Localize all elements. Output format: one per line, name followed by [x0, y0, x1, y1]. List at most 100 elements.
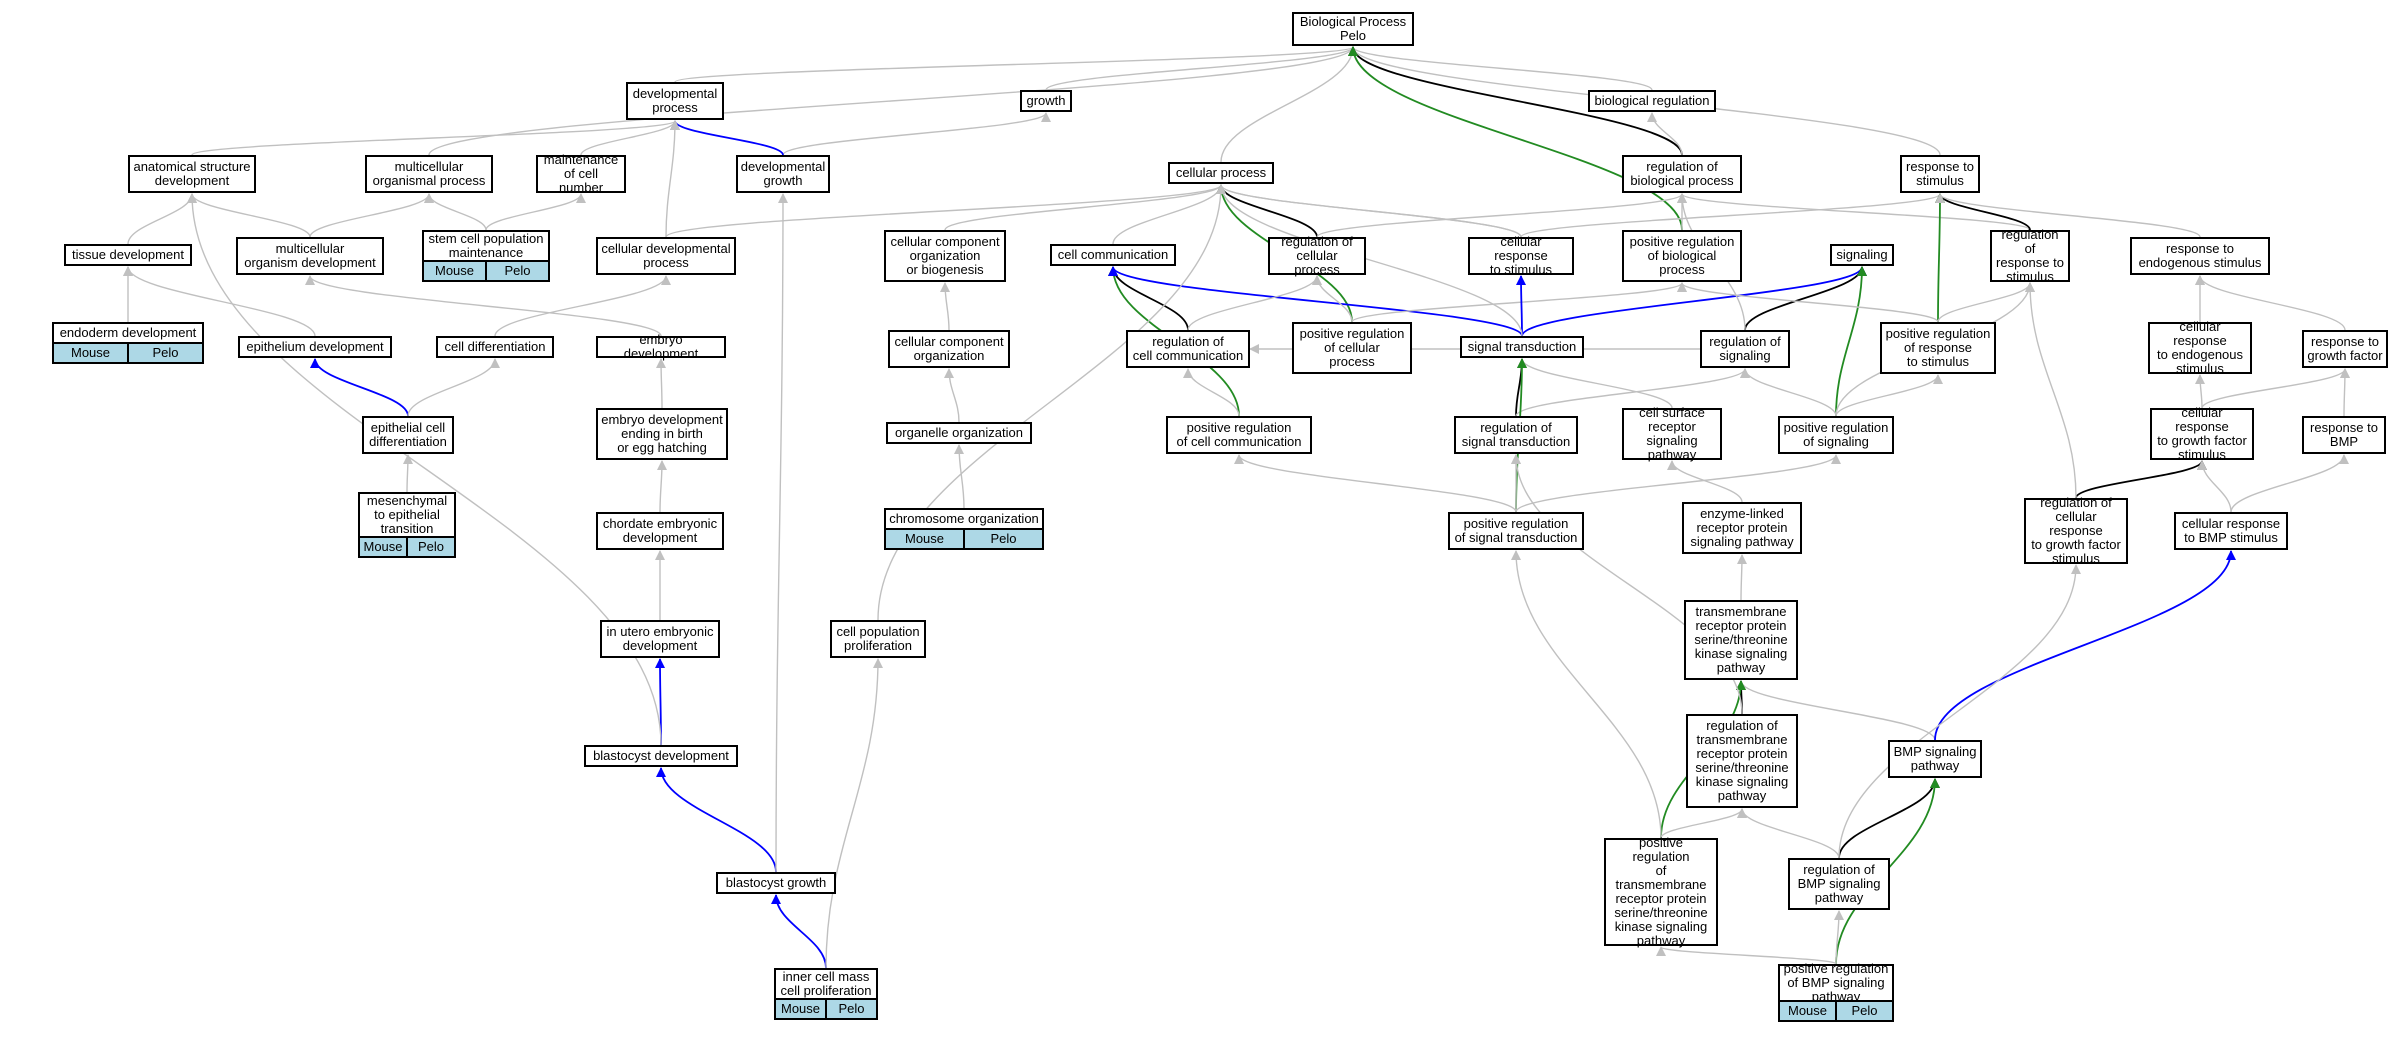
edge-is-a-cell-proc-to-bp: [1220, 46, 1358, 163]
term-node-cell-comp-org-bio[interactable]: cellular component organization or bioge…: [884, 230, 1006, 282]
edge-is-a-cell-comp-org-to-cell-comp-org-bio: [940, 282, 951, 331]
edge-is-a-anat-dev-to-dev-proc: [191, 120, 680, 156]
term-node-reg-cell-resp-gf[interactable]: regulation of cellular response to growt…: [2024, 496, 2128, 566]
term-node-pos-reg-resp[interactable]: positive regulation of response to stimu…: [1880, 322, 1996, 374]
term-node-tissue-dev[interactable]: tissue development: [64, 244, 192, 266]
edge-is-a-reg-bmp-to-reg-cell-resp-gf: [1838, 564, 2081, 859]
annotation-tag-mouse: Mouse: [1787, 1003, 1828, 1018]
edge-is-a-maint-cell-to-dev-proc: [580, 120, 680, 156]
term-node-pos-reg-sig-trans[interactable]: positive regulation of signal transducti…: [1448, 512, 1584, 550]
edge-regulates-reg-cell-resp-gf-to-cell-resp-gf: [2075, 460, 2207, 499]
term-node-cell-proc[interactable]: cellular process: [1168, 162, 1274, 184]
term-node-enzyme-linked[interactable]: enzyme-linked receptor protein signaling…: [1682, 502, 1802, 554]
term-node-dev-growth[interactable]: developmental growth: [736, 155, 830, 193]
edge-is-a-dev-proc-to-bp: [674, 46, 1358, 83]
term-node-pos-reg-tm[interactable]: positive regulation of transmembrane rec…: [1604, 836, 1718, 948]
term-node-pos-reg-bio[interactable]: positive regulation of biological proces…: [1622, 230, 1742, 282]
term-node-pos-reg-bmp[interactable]: positive regulation of BMP signaling pat…: [1778, 962, 1894, 1004]
term-node-blastocyst-growth[interactable]: blastocyst growth: [716, 872, 836, 894]
term-node-organelle-org[interactable]: organelle organization: [886, 422, 1032, 444]
edge-is-a-resp-endo-to-resp-stim: [1935, 193, 2201, 238]
edge-regulates-reg-bmp-to-bmp-path: [1838, 778, 1940, 859]
term-node-bmp-path[interactable]: BMP signaling pathway: [1888, 740, 1982, 778]
term-node-anat-dev[interactable]: anatomical structure development: [128, 155, 256, 193]
term-node-reg-cell-comm[interactable]: regulation of cell communication: [1126, 330, 1250, 368]
edge-is-a-blastocyst-growth-to-dev-growth: [775, 193, 788, 873]
edge-is-a-chrom-org-to-organelle-org: [954, 444, 965, 509]
term-node-icm-prolif[interactable]: inner cell mass cell proliferation: [774, 968, 878, 1000]
edge-is-a-growth-to-bp: [1045, 46, 1358, 91]
term-node-reg-sig-trans[interactable]: regulation of signal transduction: [1454, 416, 1578, 454]
term-node-signaling[interactable]: signaling: [1830, 244, 1894, 266]
term-node-cell-comp-org[interactable]: cellular component organization: [888, 330, 1010, 368]
edge-is-a-cell-comm-to-cell-proc: [1112, 184, 1226, 245]
term-node-chordate[interactable]: chordate embryonic development: [596, 512, 724, 550]
edge-is-a-reg-sig-trans-to-reg-signaling: [1515, 368, 1750, 417]
edge-pos-pos-reg-resp-to-resp-stim: [1934, 193, 1945, 323]
term-node-mesench[interactable]: mesenchymal to epithelial transition: [358, 492, 456, 538]
term-node-stem-cell[interactable]: stem cell population maintenance: [422, 230, 550, 262]
term-node-bp[interactable]: Biological Process Pelo: [1292, 12, 1414, 46]
term-node-multi-proc[interactable]: multicellular organismal process: [365, 155, 493, 193]
term-node-cell-dev-proc[interactable]: cellular developmental process: [596, 237, 736, 275]
edge-is-a-dev-growth-to-growth: [782, 112, 1051, 156]
edge-is-a-icm-prolif-to-cell-pop-prolif: [825, 658, 883, 969]
term-node-cell-resp-stim[interactable]: cellular response to stimulus: [1468, 235, 1574, 277]
term-node-cell-pop-prolif[interactable]: cell population proliferation: [830, 620, 926, 658]
term-node-resp-bmp[interactable]: response to BMP: [2302, 416, 2386, 454]
edge-is-a-cell-dev-proc-to-dev-proc: [665, 120, 680, 238]
term-node-embryo-birth[interactable]: embryo development ending in birth or eg…: [596, 408, 728, 460]
edge-regulates-reg-bio-to-bp: [1348, 46, 1683, 156]
term-node-cell-surf[interactable]: cell surface receptor signaling pathway: [1622, 406, 1722, 462]
term-node-bio-reg[interactable]: biological regulation: [1588, 90, 1716, 112]
term-node-cell-comm[interactable]: cell communication: [1050, 244, 1176, 266]
term-node-cell-resp-gf[interactable]: cellular response to growth factor stimu…: [2150, 406, 2254, 462]
term-node-reg-tm[interactable]: regulation of transmembrane receptor pro…: [1686, 714, 1798, 808]
term-node-reg-cell-proc[interactable]: regulation of cellular process: [1268, 235, 1366, 277]
term-node-cell-diff[interactable]: cell differentiation: [436, 336, 554, 358]
term-node-resp-gf[interactable]: response to growth factor: [2302, 330, 2388, 368]
edge-is-a-pos-reg-sig-trans-to-pos-reg-signaling: [1515, 454, 1841, 513]
term-node-embryo-dev[interactable]: embryo development: [596, 333, 726, 361]
term-node-chrom-org[interactable]: chromosome organization: [884, 508, 1044, 530]
term-node-resp-endo[interactable]: response to endogenous stimulus: [2130, 237, 2270, 275]
term-node-reg-resp-stim[interactable]: regulation of response to stimulus: [1990, 228, 2070, 284]
term-node-resp-stim[interactable]: response to stimulus: [1900, 155, 1980, 193]
term-node-epith-cell-diff[interactable]: epithelial cell differentiation: [362, 416, 454, 454]
edge-is-a-cell-surf-to-sig-trans: [1517, 358, 1673, 409]
edge-is-a-multi-proc-to-bp: [428, 46, 1358, 156]
edge-is-a-pos-reg-cell-proc-to-pos-reg-bio: [1351, 282, 1687, 323]
term-node-epith-dev[interactable]: epithelium development: [238, 336, 392, 358]
term-node-maint-cell[interactable]: maintenance of cell number: [536, 153, 626, 195]
term-node-blastocyst-dev[interactable]: blastocyst development: [584, 745, 738, 767]
edge-is-a-pos-reg-tm-to-pos-reg-sig-trans: [1511, 550, 1662, 839]
term-node-in-utero[interactable]: in utero embryonic development: [600, 620, 720, 658]
term-node-tm-receptor[interactable]: transmembrane receptor protein serine/th…: [1684, 600, 1798, 680]
edge-is-a-reg-cell-comm-to-reg-cell-proc: [1187, 275, 1322, 331]
term-node-reg-signaling[interactable]: regulation of signaling: [1700, 330, 1790, 368]
edge-is-a-cell-resp-gf-to-cell-resp-endo: [2195, 374, 2206, 409]
term-node-cell-resp-bmp[interactable]: cellular response to BMP stimulus: [2174, 512, 2288, 550]
edge-is-a-sig-trans-to-cell-proc: [1216, 184, 1523, 337]
term-node-reg-bio[interactable]: regulation of biological process: [1622, 155, 1742, 193]
term-node-pos-reg-cell-proc[interactable]: positive regulation of cellular process: [1292, 322, 1412, 374]
edge-is-a-bmp-path-to-tm-receptor: [1736, 680, 1936, 741]
edge-part-of-bmp-path-to-cell-resp-bmp: [1934, 550, 2236, 741]
term-node-pos-reg-cell-comm[interactable]: positive regulation of cell communicatio…: [1166, 416, 1312, 454]
term-node-growth[interactable]: growth: [1020, 90, 1072, 112]
edge-part-of-sig-trans-to-cell-resp-stim: [1516, 275, 1527, 337]
term-node-endoderm[interactable]: endoderm development: [52, 322, 204, 344]
term-node-multi-org-dev[interactable]: multicellular organism development: [236, 237, 384, 275]
edge-is-a-stem-cell-to-multi-proc: [424, 193, 487, 231]
term-node-pos-reg-signaling[interactable]: positive regulation of signaling: [1778, 416, 1894, 454]
edge-is-a-cell-diff-to-cell-dev-proc: [494, 275, 671, 337]
term-node-dev-proc[interactable]: developmental process: [626, 82, 724, 120]
term-node-reg-bmp[interactable]: regulation of BMP signaling pathway: [1788, 858, 1890, 910]
term-node-cell-resp-endo[interactable]: cellular response to endogenous stimulus: [2148, 320, 2252, 376]
term-node-sig-trans[interactable]: signal transduction: [1460, 336, 1584, 358]
edge-part-of-blastocyst-growth-to-blastocyst-dev: [656, 767, 777, 873]
